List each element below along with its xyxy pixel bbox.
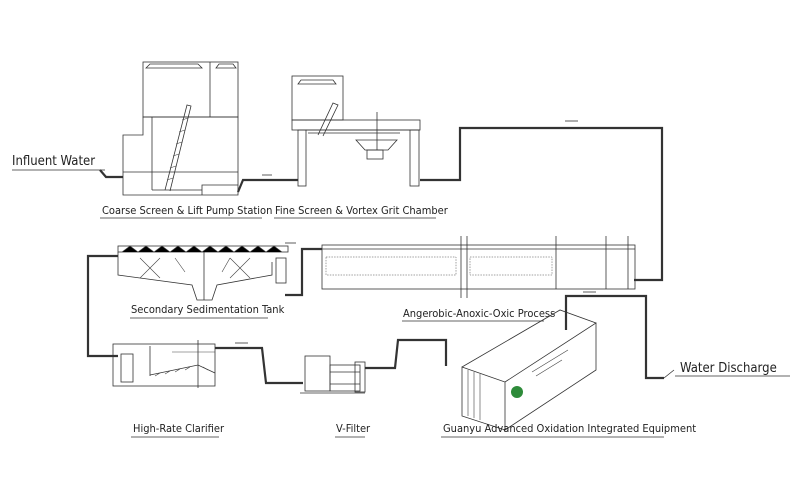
- pipe-aao-to-sedimentation: [285, 247, 322, 297]
- v-filter-label: V-Filter: [336, 422, 371, 435]
- aao-label: Angerobic-Anoxic-Oxic Process: [403, 307, 555, 320]
- v-filter: [300, 355, 366, 394]
- sedimentation-label: Secondary Sedimentation Tank: [131, 303, 285, 316]
- coarse-screen-label: Coarse Screen & Lift Pump Station: [102, 204, 272, 217]
- influent-label: Influent Water: [12, 154, 95, 169]
- pipe-sedimentation-to-clarifier: [86, 254, 118, 358]
- coarse-screen-station: [122, 61, 239, 196]
- discharge-leader: [663, 369, 675, 379]
- guanyu-logo: [511, 386, 523, 398]
- discharge-label: Water Discharge: [680, 361, 777, 376]
- fine-screen-grit-chamber: [291, 75, 421, 187]
- influent-pipe: [99, 169, 123, 179]
- pipe-guanyu-to-discharge: [564, 294, 664, 380]
- pipe-vfilter-to-guanyu: [365, 338, 448, 370]
- clarifier-label: High-Rate Clarifier: [133, 422, 225, 435]
- high-rate-clarifier: [112, 340, 216, 388]
- guanyu-label: Guanyu Advanced Oxidation Integrated Equ…: [443, 422, 696, 435]
- pipe-coarse-to-fine: [236, 178, 298, 193]
- pipe-clarifier-to-vfilter: [215, 346, 303, 385]
- secondary-sedimentation-tank: [117, 245, 289, 301]
- aao-tank: [321, 236, 636, 298]
- pipe-fine-to-aao: [420, 126, 664, 282]
- fine-screen-label: Fine Screen & Vortex Grit Chamber: [275, 204, 449, 217]
- guanyu-container: [461, 309, 597, 431]
